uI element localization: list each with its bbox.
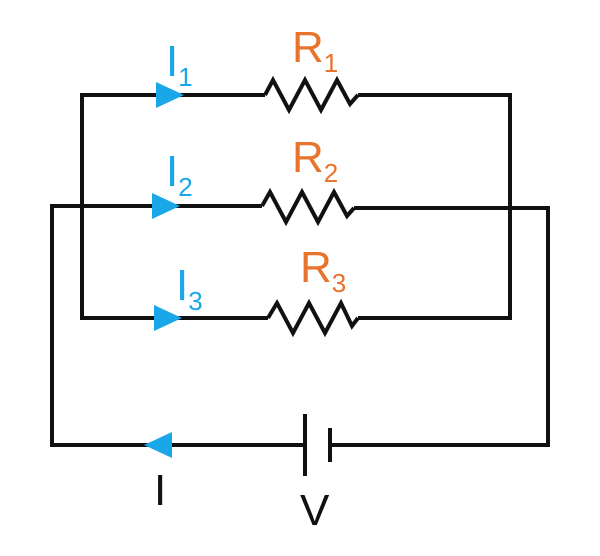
resistor-label-r2: R2 (292, 133, 338, 188)
current-arrow-total (144, 432, 172, 458)
current-label-i3: I3 (176, 261, 203, 316)
resistor-r3 (266, 298, 360, 338)
current-arrow-i3 (154, 305, 182, 331)
current-label-i1: I1 (166, 37, 193, 92)
resistor-label-r1: R1 (292, 23, 338, 78)
current-arrow-i1 (156, 82, 184, 108)
current-label-i2: I2 (166, 147, 193, 202)
wire-branch-2-left (50, 204, 305, 447)
voltage-label: V (300, 486, 330, 535)
total-current-label: I (154, 466, 166, 515)
resistor-label-r3: R3 (300, 243, 346, 298)
resistor-r2 (260, 187, 356, 227)
wire-branch-2-right (330, 206, 550, 447)
current-arrow-i2 (152, 193, 180, 219)
resistor-r1 (263, 75, 360, 115)
